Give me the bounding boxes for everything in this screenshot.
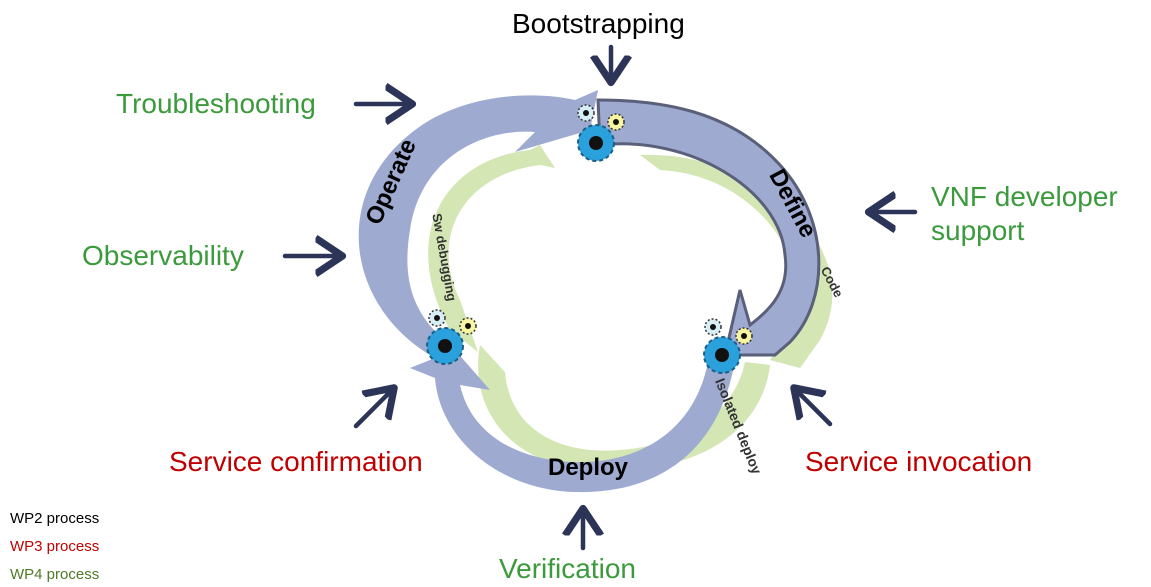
label-service-confirmation: Service confirmation <box>169 446 423 477</box>
label-service-invocation: Service invocation <box>805 446 1033 477</box>
gear-icon <box>426 327 464 365</box>
gear-icon <box>735 327 753 345</box>
legend-wp2: WP2 process <box>10 510 100 527</box>
gear-icon <box>459 317 477 335</box>
main-arrow-define <box>596 98 821 357</box>
arrow-icon <box>353 391 391 429</box>
label-troubleshooting: Troubleshooting <box>116 88 316 119</box>
label-observability: Observability <box>82 240 244 271</box>
main-arrow-deploy <box>410 350 735 493</box>
gear-icon <box>704 318 722 336</box>
main-arrow-operate <box>358 90 598 355</box>
legend-wp3: WP3 process <box>10 538 100 555</box>
gear-icon <box>607 113 625 131</box>
gear-icon <box>703 336 741 374</box>
label-vnf-developer-support-line1: VNF developer <box>931 181 1118 212</box>
label-bootstrapping: Bootstrapping <box>512 8 685 39</box>
stage-label-deploy: Deploy <box>548 454 629 481</box>
arrow-icon <box>797 391 833 427</box>
label-vnf-developer-support-line2: support <box>931 215 1025 246</box>
gear-icon <box>577 124 615 162</box>
gear-icon <box>577 104 595 122</box>
gear-icon <box>428 309 446 327</box>
inner-arrow-sw-debugging <box>428 145 555 352</box>
label-verification: Verification <box>499 553 636 584</box>
legend-wp4: WP4 process <box>10 566 100 583</box>
